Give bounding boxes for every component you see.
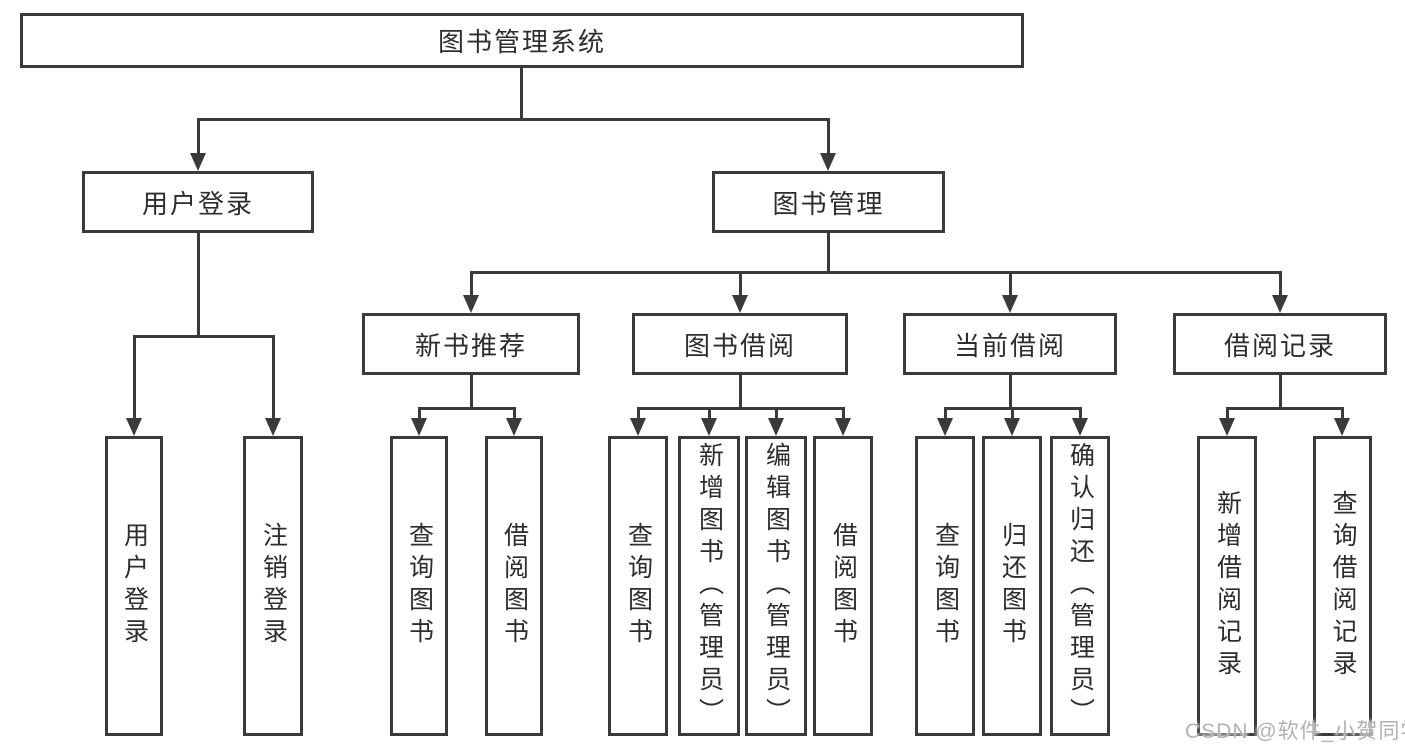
arrowhead-icon bbox=[1272, 295, 1288, 313]
arrowhead-icon bbox=[701, 418, 717, 436]
node-label: 图书管理 bbox=[772, 188, 885, 219]
node-label: 借阅记录 bbox=[1223, 330, 1336, 361]
arrowhead-icon bbox=[630, 418, 646, 436]
node-book-management: 图书管理 bbox=[712, 171, 945, 233]
connector-line bbox=[637, 407, 640, 420]
leaf-user-login: 用户登录 bbox=[105, 436, 163, 736]
leaf-query-books-borrowing: 查询图书 bbox=[608, 436, 668, 736]
node-label: 新增借阅记录 bbox=[1213, 490, 1242, 682]
leaf-borrow-books: 借阅图书 bbox=[813, 436, 873, 736]
arrowhead-icon bbox=[506, 418, 522, 436]
leaf-confirm-return-admin: 确认归还（管理员） bbox=[1050, 436, 1110, 736]
leaf-query-books-current: 查询图书 bbox=[915, 436, 975, 736]
node-label: 借阅图书 bbox=[500, 522, 529, 650]
csdn-watermark: CSDN @软件_小贺同学 bbox=[1185, 720, 1405, 743]
connector-line bbox=[1009, 271, 1012, 299]
arrowhead-icon bbox=[1072, 418, 1088, 436]
node-new-book-recommendation: 新书推荐 bbox=[362, 313, 580, 375]
arrowhead-icon bbox=[1334, 418, 1350, 436]
arrowhead-icon bbox=[126, 418, 142, 436]
leaf-return-books: 归还图书 bbox=[982, 436, 1042, 736]
arrowhead-icon bbox=[463, 295, 479, 313]
connector-line bbox=[637, 407, 845, 410]
connector-line bbox=[1341, 407, 1344, 420]
leaf-query-books-recommend: 查询图书 bbox=[390, 436, 448, 736]
connector-line bbox=[470, 375, 473, 407]
arrowhead-icon bbox=[835, 418, 851, 436]
arrowhead-icon bbox=[732, 295, 748, 313]
connector-line bbox=[1011, 407, 1014, 420]
connector-line bbox=[944, 407, 947, 420]
arrowhead-icon bbox=[265, 418, 281, 436]
node-label: 查询图书 bbox=[405, 522, 434, 650]
connector-line bbox=[272, 335, 275, 420]
connector-line bbox=[827, 118, 830, 157]
node-label: 图书借阅 bbox=[683, 330, 796, 361]
leaf-edit-books-admin: 编辑图书（管理员） bbox=[745, 436, 807, 736]
connector-line bbox=[520, 68, 523, 118]
connector-line bbox=[418, 407, 421, 420]
node-label: 注销登录 bbox=[259, 522, 288, 650]
node-label: 用户登录 bbox=[120, 522, 149, 650]
leaf-logout: 注销登录 bbox=[243, 436, 303, 736]
connector-line bbox=[1279, 271, 1282, 299]
connector-line bbox=[513, 407, 516, 420]
arrowhead-icon bbox=[768, 418, 784, 436]
node-label: 借阅图书 bbox=[829, 522, 858, 650]
arrowhead-icon bbox=[937, 418, 953, 436]
connector-line bbox=[827, 233, 830, 271]
node-book-borrowing: 图书借阅 bbox=[632, 313, 848, 375]
connector-line bbox=[1226, 407, 1344, 410]
leaf-add-borrow-record: 新增借阅记录 bbox=[1197, 436, 1257, 736]
connector-line bbox=[708, 407, 711, 420]
node-label: 归还图书 bbox=[998, 522, 1027, 650]
node-label: 新书推荐 bbox=[414, 330, 527, 361]
connector-line bbox=[1079, 407, 1082, 420]
connector-line bbox=[197, 233, 200, 335]
node-label: 确认归还（管理员） bbox=[1066, 442, 1095, 730]
leaf-borrow-books-recommend: 借阅图书 bbox=[485, 436, 543, 736]
connector-line bbox=[470, 271, 1282, 274]
arrowhead-icon bbox=[1219, 418, 1235, 436]
node-label: 新增图书（管理员） bbox=[695, 442, 724, 730]
arrowhead-icon bbox=[1002, 295, 1018, 313]
arrowhead-icon bbox=[190, 153, 206, 171]
connector-line bbox=[197, 118, 200, 157]
connector-line bbox=[775, 407, 778, 420]
connector-line bbox=[470, 271, 473, 299]
connector-line bbox=[133, 335, 136, 420]
leaf-add-books-admin: 新增图书（管理员） bbox=[678, 436, 740, 736]
connector-line bbox=[1226, 407, 1229, 420]
node-label: 用户登录 bbox=[141, 188, 254, 219]
node-label: 当前借阅 bbox=[953, 330, 1066, 361]
connector-line bbox=[133, 335, 275, 338]
node-library-management-system: 图书管理系统 bbox=[20, 13, 1024, 68]
node-label: 查询借阅记录 bbox=[1329, 490, 1357, 682]
arrowhead-icon bbox=[1004, 418, 1020, 436]
connector-line bbox=[1279, 375, 1282, 407]
connector-line bbox=[1009, 375, 1012, 407]
node-label: 图书管理系统 bbox=[437, 27, 606, 57]
arrowhead-icon bbox=[411, 418, 427, 436]
connector-line bbox=[842, 407, 845, 420]
node-label: 编辑图书（管理员） bbox=[762, 442, 791, 730]
connector-line bbox=[739, 375, 742, 407]
node-label: 查询图书 bbox=[931, 522, 960, 650]
node-label: 查询图书 bbox=[624, 522, 653, 650]
node-borrowing-records: 借阅记录 bbox=[1173, 313, 1387, 375]
node-current-borrowing: 当前借阅 bbox=[903, 313, 1117, 375]
node-user-login: 用户登录 bbox=[82, 171, 314, 233]
connector-line bbox=[739, 271, 742, 299]
arrowhead-icon bbox=[820, 153, 836, 171]
connector-line bbox=[418, 407, 516, 410]
leaf-query-borrow-record: 查询借阅记录 bbox=[1313, 436, 1372, 736]
connector-line bbox=[197, 118, 830, 121]
